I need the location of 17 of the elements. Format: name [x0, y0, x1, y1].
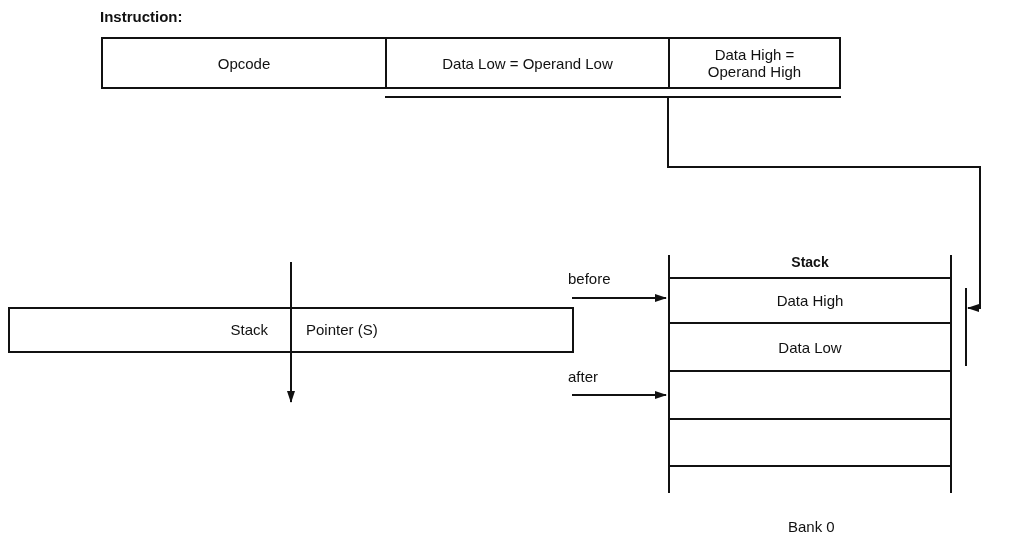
stack-cell: Data Low	[670, 324, 950, 372]
instruction-byte-cell: Data Low = Operand Low	[385, 37, 670, 89]
register-label: Stack	[230, 321, 268, 338]
instruction-byte-cell: Opcode	[101, 37, 387, 89]
register-label: Pointer (S)	[306, 321, 378, 338]
register-bar	[8, 307, 574, 353]
stack-cell: Data High	[670, 277, 950, 324]
instruction-byte-cell: Data High = Operand High	[668, 37, 841, 89]
arrow	[571, 391, 667, 399]
arrow	[571, 294, 667, 302]
arrow	[667, 96, 981, 312]
stack-column	[668, 255, 952, 493]
stack-heading: Stack	[790, 254, 830, 270]
heading: Instruction:	[100, 8, 183, 25]
bank-label: Bank 0	[788, 518, 835, 535]
arrow-label: before	[568, 270, 611, 287]
arrow-label: after	[568, 368, 598, 385]
